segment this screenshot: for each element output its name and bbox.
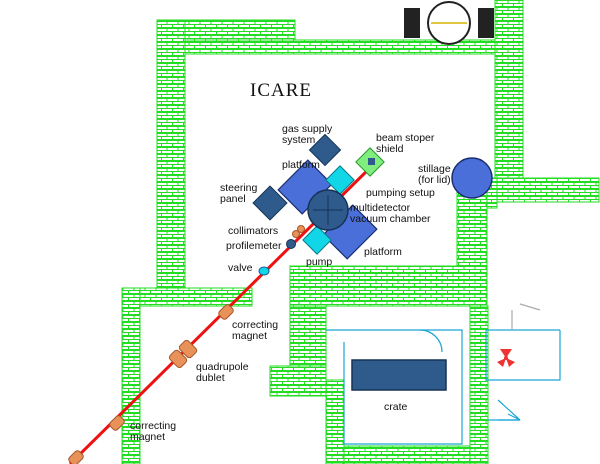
wall-lower-bottom <box>343 445 489 464</box>
fan-icon <box>497 349 515 367</box>
crate-box <box>351 359 447 391</box>
label-platform-bottom: platform <box>364 246 402 258</box>
label-correcting-magnet-1: correcting magnet <box>232 319 281 342</box>
walls <box>121 0 600 464</box>
pumping-setup-box <box>325 165 355 195</box>
profilemeter-element <box>286 239 296 249</box>
label-quadrupole: quadrupole dublet <box>196 361 251 384</box>
page-title: ICARE <box>250 80 312 101</box>
wall-bottom-right <box>289 265 488 307</box>
wall-lower-center <box>325 379 345 464</box>
beam-stopper-core <box>368 158 375 165</box>
pump-box <box>302 225 332 255</box>
quadrupole-dublet <box>168 339 198 369</box>
correcting-magnet-2 <box>109 415 125 431</box>
label-gas-supply: gas supply system <box>282 123 335 146</box>
label-steering-panel: steering panel <box>220 182 260 205</box>
label-beam-stopper: beam stoper shield <box>376 132 437 155</box>
label-pumping-setup: pumping setup <box>366 187 435 199</box>
label-platform-top: platform <box>282 159 320 171</box>
wall-lower-stub-2 <box>269 365 327 397</box>
label-pump: pump <box>306 256 332 268</box>
label-multidetector: multidetector vacuum chamber <box>350 202 431 225</box>
correcting-magnet-3 <box>68 450 84 464</box>
round-table-icon <box>404 1 494 45</box>
wall-right-vertical <box>456 189 488 267</box>
door-swing-icon <box>488 413 521 421</box>
label-stillage: stillage (for lid) <box>418 163 454 186</box>
steering-panel-box <box>252 185 288 221</box>
wall-lower-left <box>121 287 141 464</box>
wall-right-step <box>494 177 600 203</box>
stillage-disk <box>451 157 493 199</box>
gas-supply-box <box>308 133 342 167</box>
label-valve: valve <box>228 262 253 274</box>
correcting-magnet-1 <box>218 304 234 320</box>
interior-lines <box>326 303 561 445</box>
label-collimators: collimators <box>228 225 278 237</box>
wall-lower-stub <box>289 305 327 367</box>
central-setup <box>252 133 385 260</box>
beam-elements <box>68 225 305 464</box>
wall-left <box>156 19 186 289</box>
wall-lower-right <box>469 305 489 464</box>
label-correcting-magnet-2: correcting magnet <box>130 420 179 443</box>
label-crate: crate <box>384 401 408 413</box>
wall-right-top <box>494 0 524 191</box>
valve-element <box>258 266 270 276</box>
collimators-element <box>292 225 305 238</box>
label-profilemeter: profilemeter <box>226 240 282 252</box>
